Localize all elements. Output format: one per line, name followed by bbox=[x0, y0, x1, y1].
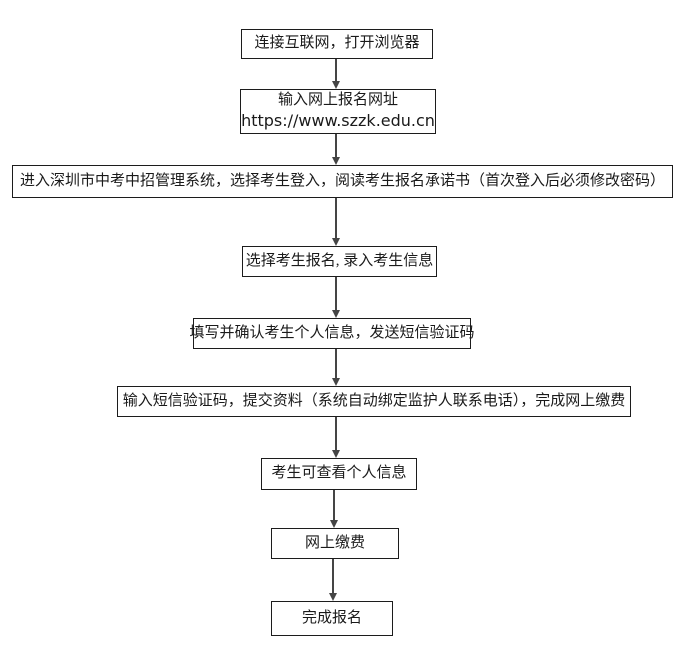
step-text: 输入网上报名网址 bbox=[277, 92, 398, 109]
flow-step-view-personal-info: 考生可查看个人信息 bbox=[261, 458, 417, 490]
flow-step-enter-url: 输入网上报名网址 https://www.szzk.edu.cn bbox=[240, 89, 436, 134]
flow-step-connect-internet: 连接互联网，打开浏览器 bbox=[241, 29, 433, 59]
flow-arrow-down bbox=[331, 417, 341, 458]
flow-arrow-down bbox=[331, 349, 341, 386]
flow-arrow-down bbox=[331, 59, 341, 89]
step-text: 填写并确认考生个人信息，发送短信验证码 bbox=[189, 324, 475, 341]
step-text: 连接互联网，打开浏览器 bbox=[254, 35, 420, 52]
flow-arrow-down bbox=[328, 559, 338, 601]
flow-step-fill-confirm-info: 填写并确认考生个人信息，发送短信验证码 bbox=[190, 318, 475, 349]
step-text: 完成报名 bbox=[301, 609, 362, 626]
step-text: 进入深圳市中考中招管理系统，选择考生登入，阅读考生报名承诺书（首次登入后必须修改… bbox=[19, 172, 665, 189]
flow-arrow-down bbox=[331, 277, 341, 318]
flow-step-select-register: 选择考生报名, 录入考生信息 bbox=[242, 246, 437, 277]
step-text: 输入短信验证码，提交资料（系统自动绑定监护人联系电话），完成网上缴费 bbox=[122, 392, 626, 409]
step-text: 网上缴费 bbox=[304, 534, 365, 551]
flow-arrow-down bbox=[331, 198, 341, 246]
registration-url-text: https://www.szzk.edu.cn bbox=[241, 110, 435, 130]
flow-step-login-read-pledge: 进入深圳市中考中招管理系统，选择考生登入，阅读考生报名承诺书（首次登入后必须修改… bbox=[12, 165, 673, 198]
flow-arrow-down bbox=[329, 490, 339, 528]
step-text: 考生可查看个人信息 bbox=[271, 465, 407, 482]
flow-arrow-down bbox=[331, 134, 341, 165]
flow-step-online-payment: 网上缴费 bbox=[271, 528, 399, 559]
flow-step-submit-materials: 输入短信验证码，提交资料（系统自动绑定监护人联系电话），完成网上缴费 bbox=[117, 386, 631, 417]
step-text: 选择考生报名, 录入考生信息 bbox=[245, 252, 434, 269]
flow-step-complete-register: 完成报名 bbox=[271, 601, 393, 636]
